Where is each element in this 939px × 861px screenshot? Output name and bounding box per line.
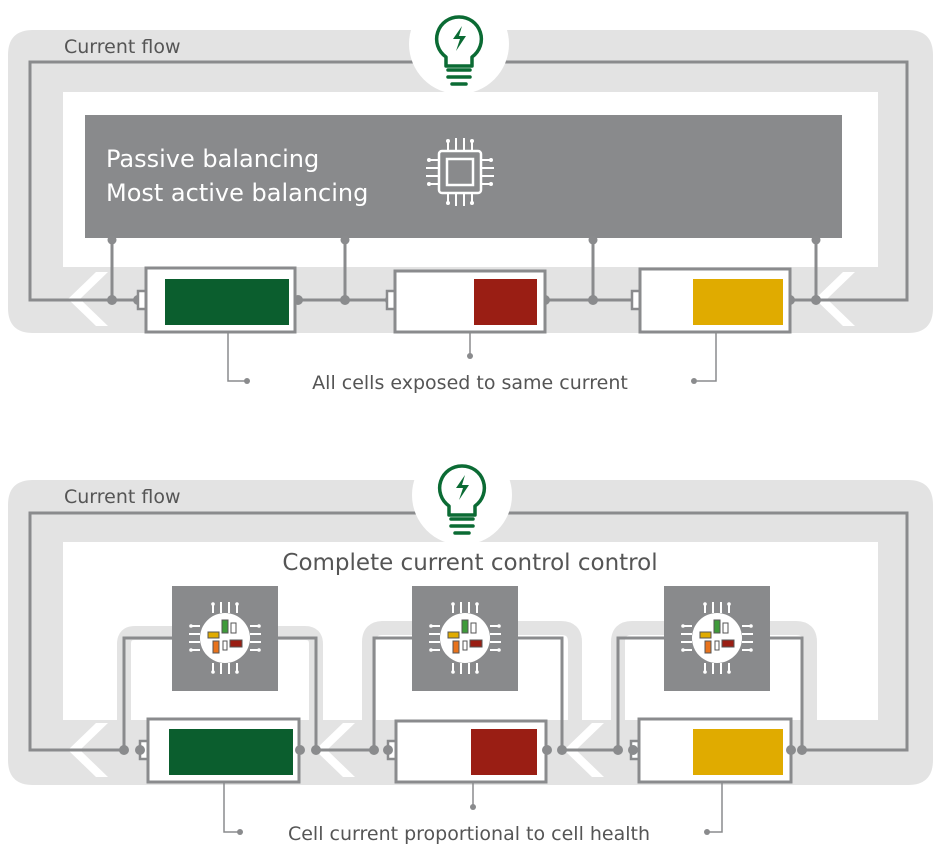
top-cell-2	[385, 269, 547, 334]
bottom-cell-2-charge	[471, 729, 537, 775]
bottom-diagram: Current flow Complete current control co…	[8, 445, 933, 845]
bottom-chip-3	[664, 586, 770, 691]
bottom-cell-1	[138, 717, 301, 784]
bottom-chip-wires	[122, 636, 804, 752]
top-cell-3	[630, 267, 792, 334]
bottom-title: Complete current control control	[282, 550, 657, 576]
top-box-line2: Most active balancing	[106, 179, 368, 207]
bottom-cell-3	[629, 717, 793, 784]
bottom-chip-1	[172, 586, 278, 691]
top-cell-2-charge	[474, 279, 537, 325]
bottom-cell-1-charge	[169, 729, 293, 775]
top-bulb-badge	[409, 0, 509, 94]
bottom-chip-2	[412, 586, 518, 691]
bottom-cell-2	[386, 719, 548, 784]
top-caption-leaders	[227, 333, 717, 382]
bottom-current-flow-label: Current flow	[64, 486, 181, 508]
top-current-flow-label: Current flow	[64, 36, 181, 58]
top-balancing-box	[85, 115, 842, 238]
bottom-caption-leaders	[223, 782, 723, 833]
top-cell-1	[136, 266, 297, 334]
top-box-line1: Passive balancing	[106, 145, 319, 173]
bottom-junction-dots	[119, 745, 807, 755]
top-diagram: Passive balancing Most active balancing …	[8, 0, 933, 394]
top-caption: All cells exposed to same current	[312, 372, 628, 394]
bottom-caption: Cell current proportional to cell health	[288, 823, 650, 845]
top-cell-3-charge	[693, 279, 783, 325]
top-cell-1-charge	[165, 279, 289, 325]
bottom-cell-3-charge	[693, 729, 783, 775]
